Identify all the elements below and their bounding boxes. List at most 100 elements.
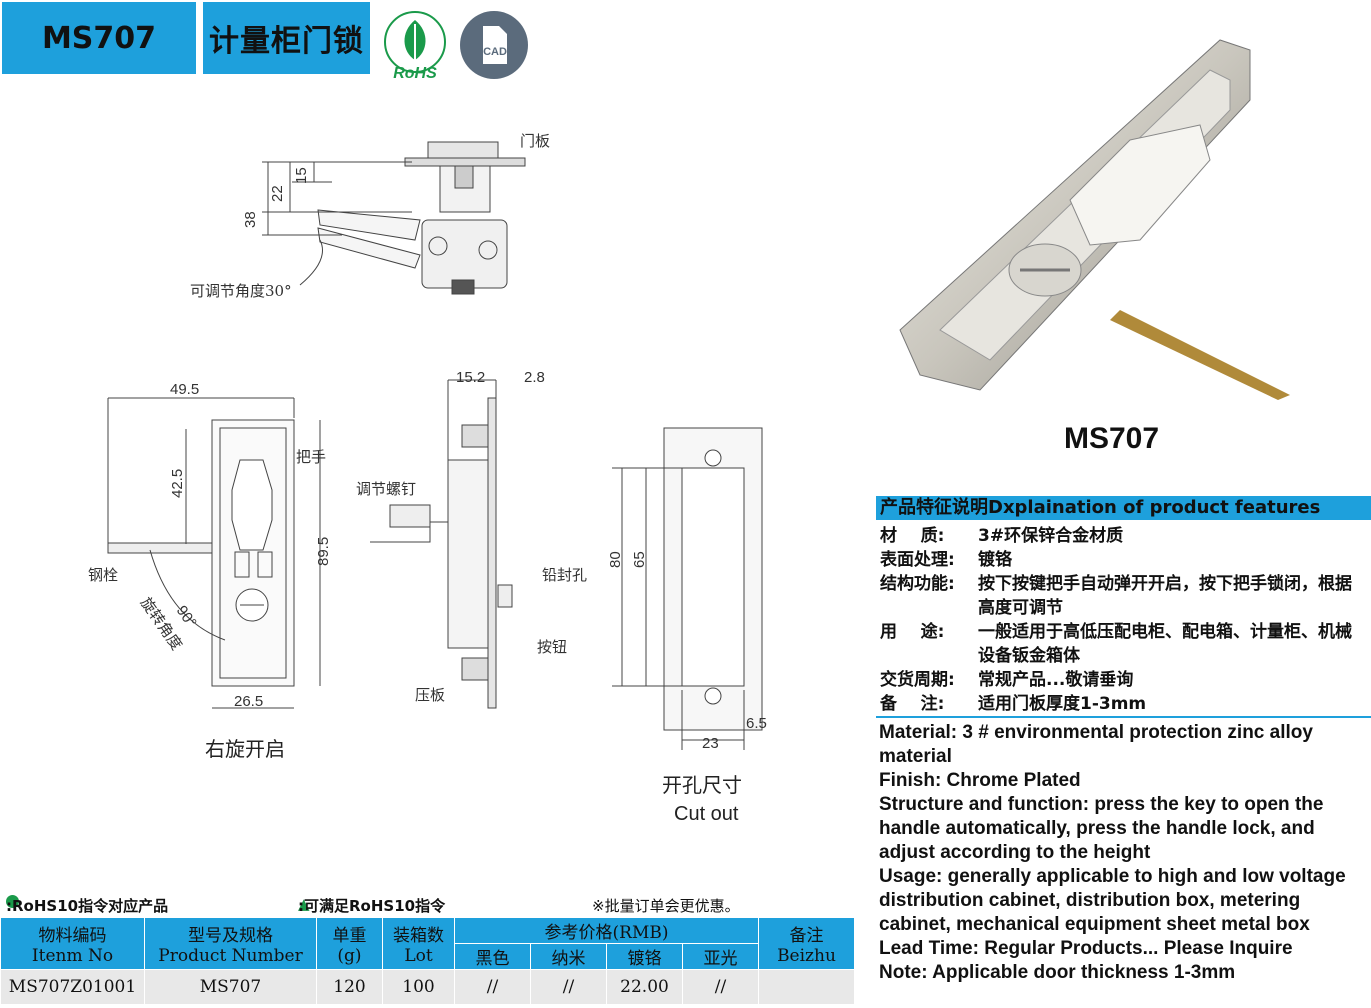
title-header: 计量柜门锁 [203,2,370,74]
legend-rohs10-ok-text: :可满足RoHS10指令 [298,897,446,915]
header-lot-cn: 装箱数 [393,926,444,946]
table-row: MS707Z01001 MS707 120 100 // // 22.00 // [0,969,855,1005]
dim-15: 15 [293,167,310,184]
green-dot-icon [6,895,19,908]
green-triangle-icon: ▲ [298,895,310,913]
feature-note: 备 注: 适用门板厚度1-3mm [880,692,1368,716]
label-handle: 把手 [296,448,326,466]
legend-bulk: ※批量订单会更优惠。 [592,897,740,915]
caption-right-turn: 右旋开启 [205,737,285,761]
cell-weight: 120 [316,969,383,1005]
feature-en-usage: Usage: generally applicable to high and … [879,866,1346,935]
label-rotation-angle: 旋转角度 [137,594,186,653]
side-view [370,379,513,709]
header-weight-cn: 单重 [332,926,367,946]
label-adjustable-angle: 可调节角度30° [190,282,292,300]
rohs-badge-text: RoHS [393,65,437,80]
feature-en-finish: Finish: Chrome Plated [879,770,1081,791]
header-price-matte: 亚光 [682,943,759,970]
cell-matte: // [682,969,759,1005]
dim-26-5: 26.5 [234,693,263,710]
feature-value: 镀铬 [978,550,1012,570]
features-divider [876,716,1371,718]
label-door-panel-top: 门板 [520,132,550,150]
dim-90-deg: 90° [173,603,200,631]
product-photo [899,39,1290,400]
technical-drawing: 38 22 15 门板 可调节角度30° 49.5 42.5 89.5 26.5… [88,132,767,825]
header-note-cn: 备注 [789,926,824,946]
caption-cutout-en: Cut out [674,803,739,825]
header-weight-en: (g) [337,946,362,966]
feature-key: 结构功能: [880,574,955,594]
dim-6-5: 6.5 [746,715,767,732]
feature-material: 材 质:3#环保锌合金材质 [880,524,1368,548]
dim-22: 22 [269,185,286,202]
header-price-black: 黑色 [454,943,531,970]
dim-15-2: 15.2 [456,369,485,386]
rohs-badge-icon: RoHS [384,11,446,80]
legend-rohs10-text: :RoHS10指令对应产品 [6,897,169,915]
feature-structure: 结构功能: 按下按键把手自动弹开开启，按下把手锁闭，根据高度可调节 [880,572,1368,620]
label-adjust-screw: 调节螺钉 [356,480,416,498]
product-model-label: MS707 [1064,422,1160,455]
header-model-en: Product Number [158,946,303,966]
header-item-cn: 物料编码 [38,926,107,946]
feature-key: 交货周期: [880,670,955,690]
feature-lead-time: 交货周期: 常规产品...敬请垂询 [880,668,1368,692]
feature-key: 用 途: [880,622,945,642]
cell-note [758,969,855,1005]
label-press-plate: 压板 [415,686,445,704]
label-steel-bolt: 钢栓 [88,566,118,584]
dim-42-5: 42.5 [169,469,186,498]
feature-en-lead-time: Lead Time: Regular Products... Please In… [879,938,1293,959]
cell-black: // [454,969,531,1005]
title-header-text: 计量柜门锁 [209,24,364,59]
header-price-nano: 纳米 [530,943,607,970]
cell-item: MS707Z01001 [0,969,145,1005]
feature-en-material: Material: 3 # environmental protection z… [879,722,1313,767]
dim-80: 80 [607,551,624,568]
caption-cutout-cn: 开孔尺寸 [662,773,742,797]
cell-nano: // [530,969,607,1005]
model-header-text: MS707 [41,20,157,56]
cad-badge-text: CAD [483,46,507,58]
cell-model: MS707 [144,969,317,1005]
header-lot-en: Lot [404,946,433,966]
dim-23: 23 [702,735,719,752]
features-en-list: Material: 3 # environmental protection z… [879,721,1369,985]
dim-49-5: 49.5 [170,381,199,398]
dim-89-5: 89.5 [315,537,332,566]
feature-usage: 用 途: 一般适用于高低压配电柜、配电箱、计量柜、机械设备钣金箱体 [880,620,1368,668]
dim-38: 38 [242,211,259,228]
cell-lot: 100 [382,969,455,1005]
cell-chrome: 22.00 [606,969,683,1005]
feature-en-structure: Structure and function: press the key to… [879,794,1324,863]
dim-65: 65 [631,551,648,568]
header-model-cn: 型号及规格 [188,926,273,946]
feature-value: 适用门板厚度1-3mm [978,694,1147,714]
feature-key: 备 注: [880,694,945,714]
feature-value: 常规产品...敬请垂询 [978,670,1134,690]
feature-value: 一般适用于高低压配电柜、配电箱、计量柜、机械设备钣金箱体 [978,622,1352,666]
cutout-view [612,427,763,750]
model-header: MS707 [2,2,196,74]
label-button: 按钮 [537,638,567,656]
header-item-en: Itenm No [31,946,114,966]
cad-badge-icon: CAD [460,11,528,79]
feature-key: 表面处理: [880,550,955,570]
header-price: 参考价格(RMB) [454,917,759,944]
feature-finish: 表面处理: 镀铬 [880,548,1368,572]
feature-value: 按下按键把手自动弹开开启，按下把手锁闭，根据高度可调节 [978,574,1352,618]
features-title: 产品特征说明Dxplaination of product features [876,496,1371,520]
header-note-en: Beizhu [777,946,836,966]
features-cn-list: 材 质:3#环保锌合金材质 表面处理: 镀铬 结构功能: 按下按键把手自动弹开开启，… [880,524,1368,716]
top-view [262,141,526,295]
dim-2-8: 2.8 [524,369,545,386]
front-view [107,397,321,709]
header-weight: 单重(g) [316,917,383,970]
